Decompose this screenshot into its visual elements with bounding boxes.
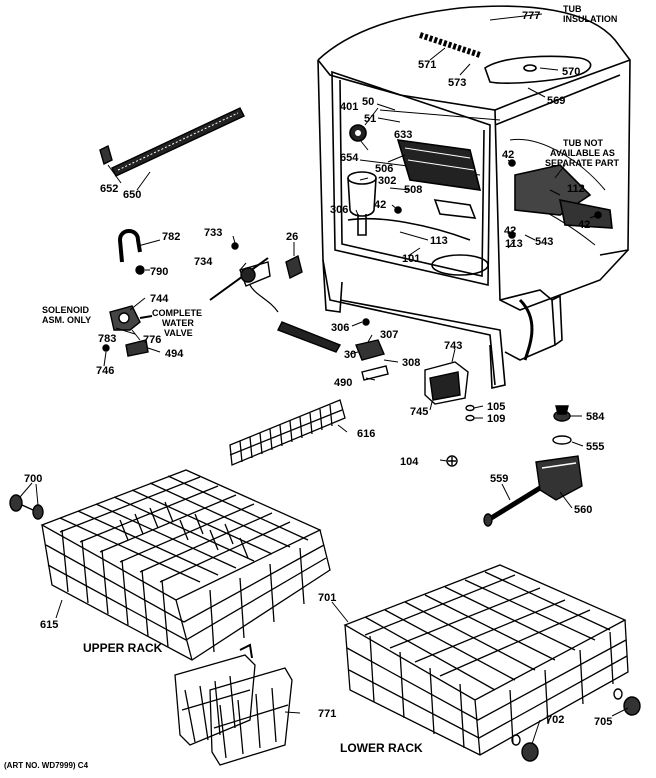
label-42-d: 42 (578, 219, 590, 231)
label-790: 790 (150, 266, 168, 278)
label-745: 745 (410, 406, 428, 418)
label-42-b: 42 (502, 149, 514, 161)
label-702: 702 (546, 714, 564, 726)
label-571: 571 (418, 59, 436, 71)
label-306-lower: 306 (331, 322, 349, 334)
hose-782 (117, 229, 142, 263)
label-705: 705 (594, 716, 612, 728)
strip-650 (111, 107, 245, 177)
label-113-a: 113 (430, 235, 448, 247)
caption-lower-rack: LOWER RACK (340, 741, 423, 755)
label-42-a: 42 (374, 199, 386, 211)
tine-row-616 (229, 399, 346, 466)
label-tub-not-3: SEPARATE PART (545, 158, 620, 168)
label-308: 308 (402, 357, 420, 369)
label-tub-insulation-2: INSULATION (563, 14, 617, 24)
label-valve-3: VALVE (164, 328, 193, 338)
label-113-b: 113 (505, 238, 523, 250)
label-746: 746 (96, 365, 114, 377)
rollers-700 (9, 494, 44, 520)
label-570: 570 (562, 66, 580, 78)
label-42-c: 42 (504, 225, 516, 237)
label-401: 401 (340, 101, 358, 113)
pump-parts (446, 405, 583, 527)
label-solenoid-2: ASM. ONLY (42, 315, 91, 325)
label-777: 777 (522, 10, 540, 22)
label-569: 569 (547, 95, 565, 107)
label-615: 615 (40, 619, 58, 631)
label-valve-1: COMPLETE (152, 308, 202, 318)
label-776: 776 (143, 334, 161, 346)
upper-rack (40, 469, 331, 661)
label-650: 650 (123, 189, 141, 201)
label-560: 560 (574, 504, 592, 516)
label-51: 51 (364, 113, 376, 125)
label-701: 701 (318, 592, 336, 604)
label-734: 734 (194, 256, 213, 268)
label-743: 743 (444, 340, 462, 352)
label-584: 584 (586, 411, 605, 423)
part-labels: 777 TUB INSULATION 571 573 570 569 401 5… (4, 4, 620, 770)
label-306-upper: 306 (330, 204, 348, 216)
label-782: 782 (162, 231, 180, 243)
label-104: 104 (400, 456, 419, 468)
caption-upper-rack: UPPER RACK (83, 641, 163, 655)
label-543: 543 (535, 236, 553, 248)
label-26: 26 (286, 231, 298, 243)
label-50: 50 (362, 96, 374, 108)
label-solenoid-1: SOLENOID (42, 305, 90, 315)
element-30 (277, 321, 342, 353)
label-700: 700 (24, 473, 42, 485)
label-490: 490 (334, 377, 352, 389)
label-494: 494 (165, 348, 184, 360)
label-616: 616 (357, 428, 375, 440)
label-508: 508 (404, 184, 422, 196)
label-112: 112 (567, 183, 585, 195)
art-number: (ART NO. WD7999) C4 (4, 761, 89, 770)
rollers-702-705 (511, 688, 641, 762)
left-parts (99, 107, 475, 422)
label-105: 105 (487, 401, 505, 413)
label-744: 744 (150, 293, 169, 305)
label-506: 506 (375, 163, 393, 175)
leader-lines (19, 13, 629, 745)
label-101: 101 (402, 253, 420, 265)
lower-rack (343, 564, 629, 756)
silverware-basket (174, 643, 293, 766)
label-30: 30 (344, 349, 356, 361)
label-783: 783 (98, 333, 116, 345)
tub (317, 5, 631, 389)
label-tub-insulation-1: TUB (563, 4, 582, 14)
label-109: 109 (487, 413, 505, 425)
label-555: 555 (586, 441, 604, 453)
label-633: 633 (394, 129, 412, 141)
label-302: 302 (378, 175, 396, 187)
label-559: 559 (490, 473, 508, 485)
label-tub-not-1: TUB NOT (563, 138, 603, 148)
label-733: 733 (204, 227, 222, 239)
clip-652 (99, 144, 113, 166)
label-654: 654 (340, 152, 359, 164)
label-771: 771 (318, 708, 336, 720)
label-valve-2: WATER (162, 318, 194, 328)
label-tub-not-2: AVAILABLE AS (550, 148, 615, 158)
label-573: 573 (448, 77, 466, 89)
label-307: 307 (380, 329, 398, 341)
label-652: 652 (100, 183, 118, 195)
